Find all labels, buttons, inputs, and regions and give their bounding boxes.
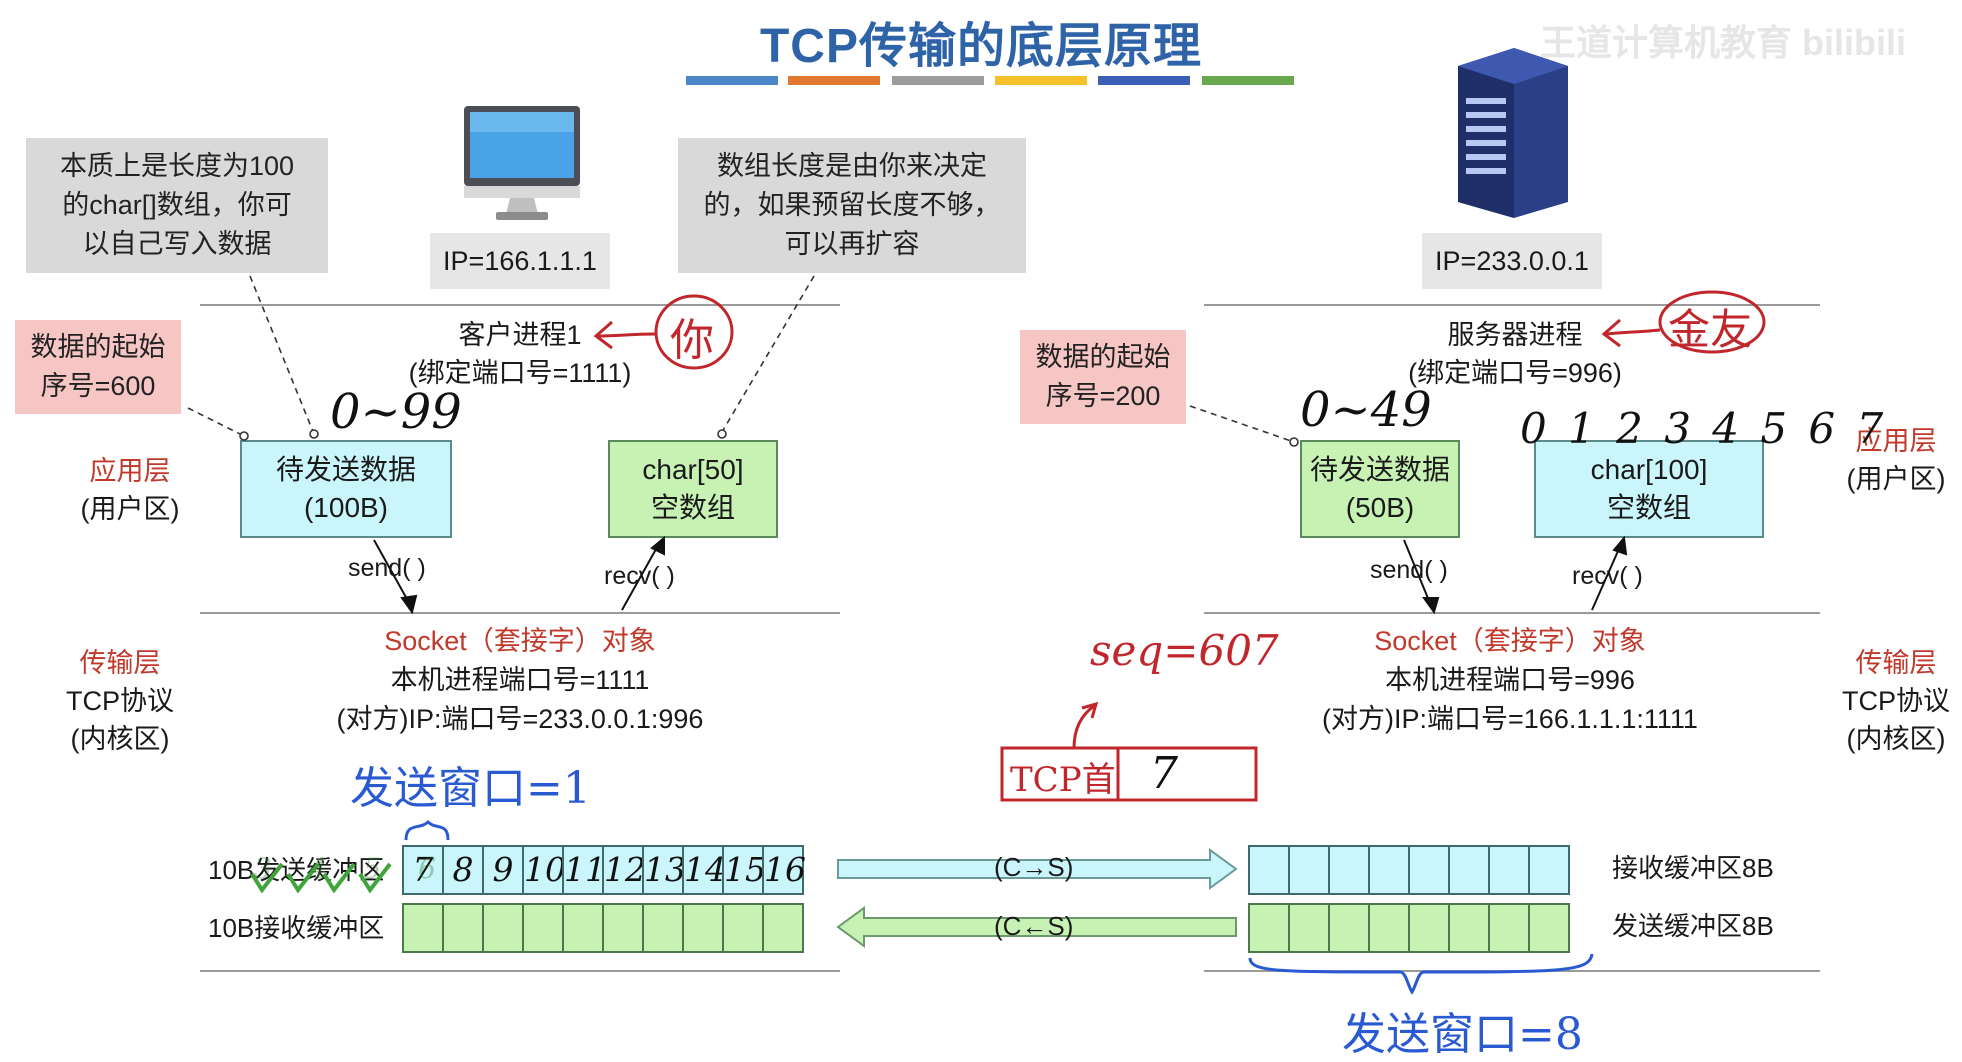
app-layer-left: 应用层 (用户区) (80, 456, 180, 524)
server-process-name: 服务器进程 (1447, 320, 1583, 350)
client-recv-buffer-cell (642, 903, 684, 953)
client-send-buffer-cell: 12 (602, 845, 646, 895)
server-start-seq: 数据的起始序号=200 (1020, 330, 1186, 424)
client-send-data-box: 待发送数据(100B) (240, 440, 452, 538)
client-send-buffer-cell: 10 (522, 845, 566, 895)
s-to-c-label: (C←S) (994, 911, 1074, 941)
server-send-buffer-cell (1248, 903, 1290, 953)
server-recv-buffer-cell (1528, 845, 1570, 895)
server-app-top-line (1204, 304, 1820, 306)
client-socket-remote: (对方)IP:端口号=233.0.0.1:996 (336, 704, 704, 734)
client-app-top-line (200, 304, 840, 306)
client-start-seq: 数据的起始序号=600 (15, 320, 181, 414)
server-send-fn: send( ) (1370, 556, 1448, 584)
s-to-c-arrow (836, 906, 1237, 948)
server-send-data-box: 待发送数据(50B) (1300, 440, 1460, 538)
client-socket-local: 本机进程端口号=1111 (390, 665, 650, 695)
title-stripe-5 (1098, 76, 1190, 85)
server-recv-array-box: char[100]空数组 (1534, 440, 1764, 538)
server-recv-buffer (1248, 845, 1570, 895)
client-send-buffer-cell: 14 (682, 845, 726, 895)
client-socket-title: Socket（套接字）对象 (384, 626, 656, 656)
client-send-buffer-cell: 15 (722, 845, 766, 895)
client-bottom-line (200, 970, 840, 972)
server-recv-buffer-cell (1288, 845, 1330, 895)
title-stripe-4 (995, 76, 1087, 85)
c-to-s-label: (C→S) (994, 852, 1074, 882)
client-transport-top-line (200, 612, 840, 614)
handwritten-seq: seq=607 (1090, 626, 1279, 675)
transport-layer-left: 传输层 TCP协议 (内核区) (66, 648, 174, 754)
client-send-buffer-cell: 8 (442, 845, 484, 895)
client-recv-buffer (402, 903, 804, 953)
server-process: 服务器进程 (绑定端口号=996) (1370, 316, 1660, 392)
server-ip-label: IP=233.0.0.1 (1422, 233, 1602, 289)
handwritten-index-digits: 0 1 2 3 4 5 6 7 (1520, 404, 1888, 453)
title-stripe-3 (892, 76, 984, 85)
server-send-buffer-label: 发送缓冲区8B (1612, 911, 1774, 941)
array-length-note: 数组长度是由你来决定的，如果预留长度不够，可以再扩容 (678, 138, 1026, 273)
handwritten-you: 你 (670, 315, 714, 366)
client-send-buffer-cell: 9 (482, 845, 524, 895)
server-socket-remote: (对方)IP:端口号=166.1.1.1:1111 (1322, 704, 1698, 734)
client-recv-array-box: char[50]空数组 (608, 440, 778, 538)
client-recv-buffer-cell (522, 903, 564, 953)
client-array-note: 本质上是长度为100的char[]数组，你可以自己写入数据 (26, 138, 328, 273)
title-stripe-2 (788, 76, 880, 85)
watermark: 王道计算机教育 bilibili (1540, 22, 1906, 63)
client-process: 客户进程1 (绑定端口号=1111) (380, 316, 660, 392)
server-icon (1458, 48, 1568, 218)
server-process-port: (绑定端口号=996) (1408, 358, 1622, 388)
server-recv-buffer-label: 接收缓冲区8B (1612, 853, 1774, 883)
title-stripe-1 (686, 76, 778, 85)
server-send-buffer-cell (1528, 903, 1570, 953)
client-send-buffer-cell: 16 (762, 845, 806, 895)
transport-layer-right: 传输层 TCP协议 (内核区) (1842, 648, 1950, 754)
title-stripe-6 (1202, 76, 1294, 85)
handwritten-tcp-header: TCP首 (1010, 760, 1116, 800)
handwritten-tcp-payload: 7 (1150, 748, 1178, 799)
c-to-s-arrow (837, 848, 1238, 890)
client-process-port: (绑定端口号=1111) (408, 358, 632, 388)
server-send-buffer-cell (1328, 903, 1370, 953)
client-send-buffer-label: 10B发送缓冲区 (208, 855, 385, 885)
client-ip-label: IP=166.1.1.1 (430, 233, 610, 289)
server-send-buffer (1248, 903, 1570, 953)
handwritten-server-range: 0~49 (1300, 382, 1432, 438)
server-socket-local: 本机进程端口号=996 (1385, 665, 1635, 695)
handwritten-server-window: 发送窗口=8 (1342, 1009, 1583, 1060)
page-title: TCP传输的底层原理 (759, 20, 1202, 73)
client-send-buffer-cell: 11 (562, 845, 606, 895)
handwritten-client-window: 发送窗口=1 (350, 763, 591, 814)
client-send-fn: send( ) (348, 554, 426, 582)
client-process-name: 客户进程1 (458, 320, 582, 350)
app-layer-right: 应用层 (用户区) (1846, 426, 1946, 494)
server-socket: Socket（套接字）对象 本机进程端口号=996 (对方)IP:端口号=166… (1270, 622, 1750, 739)
handwritten-server-person: 金友 (1668, 305, 1753, 354)
client-socket: Socket（套接字）对象 本机进程端口号=1111 (对方)IP:端口号=23… (280, 622, 760, 739)
desktop-computer-icon (464, 106, 580, 220)
client-recv-buffer-cell (762, 903, 804, 953)
server-recv-buffer-cell (1408, 845, 1450, 895)
client-recv-fn: recv( ) (604, 562, 675, 590)
client-recv-buffer-cell (442, 903, 484, 953)
client-recv-buffer-cell (722, 903, 764, 953)
server-socket-title: Socket（套接字）对象 (1374, 626, 1646, 656)
handwritten-crossed-digits: 3 4 5 6 (254, 852, 450, 885)
client-recv-buffer-label: 10B接收缓冲区 (208, 913, 385, 943)
handwritten-client-range: 0~99 (330, 384, 462, 440)
client-send-buffer-cell: 13 (642, 845, 686, 895)
client-recv-buffer-cell (402, 903, 444, 953)
server-transport-top-line (1204, 612, 1820, 614)
